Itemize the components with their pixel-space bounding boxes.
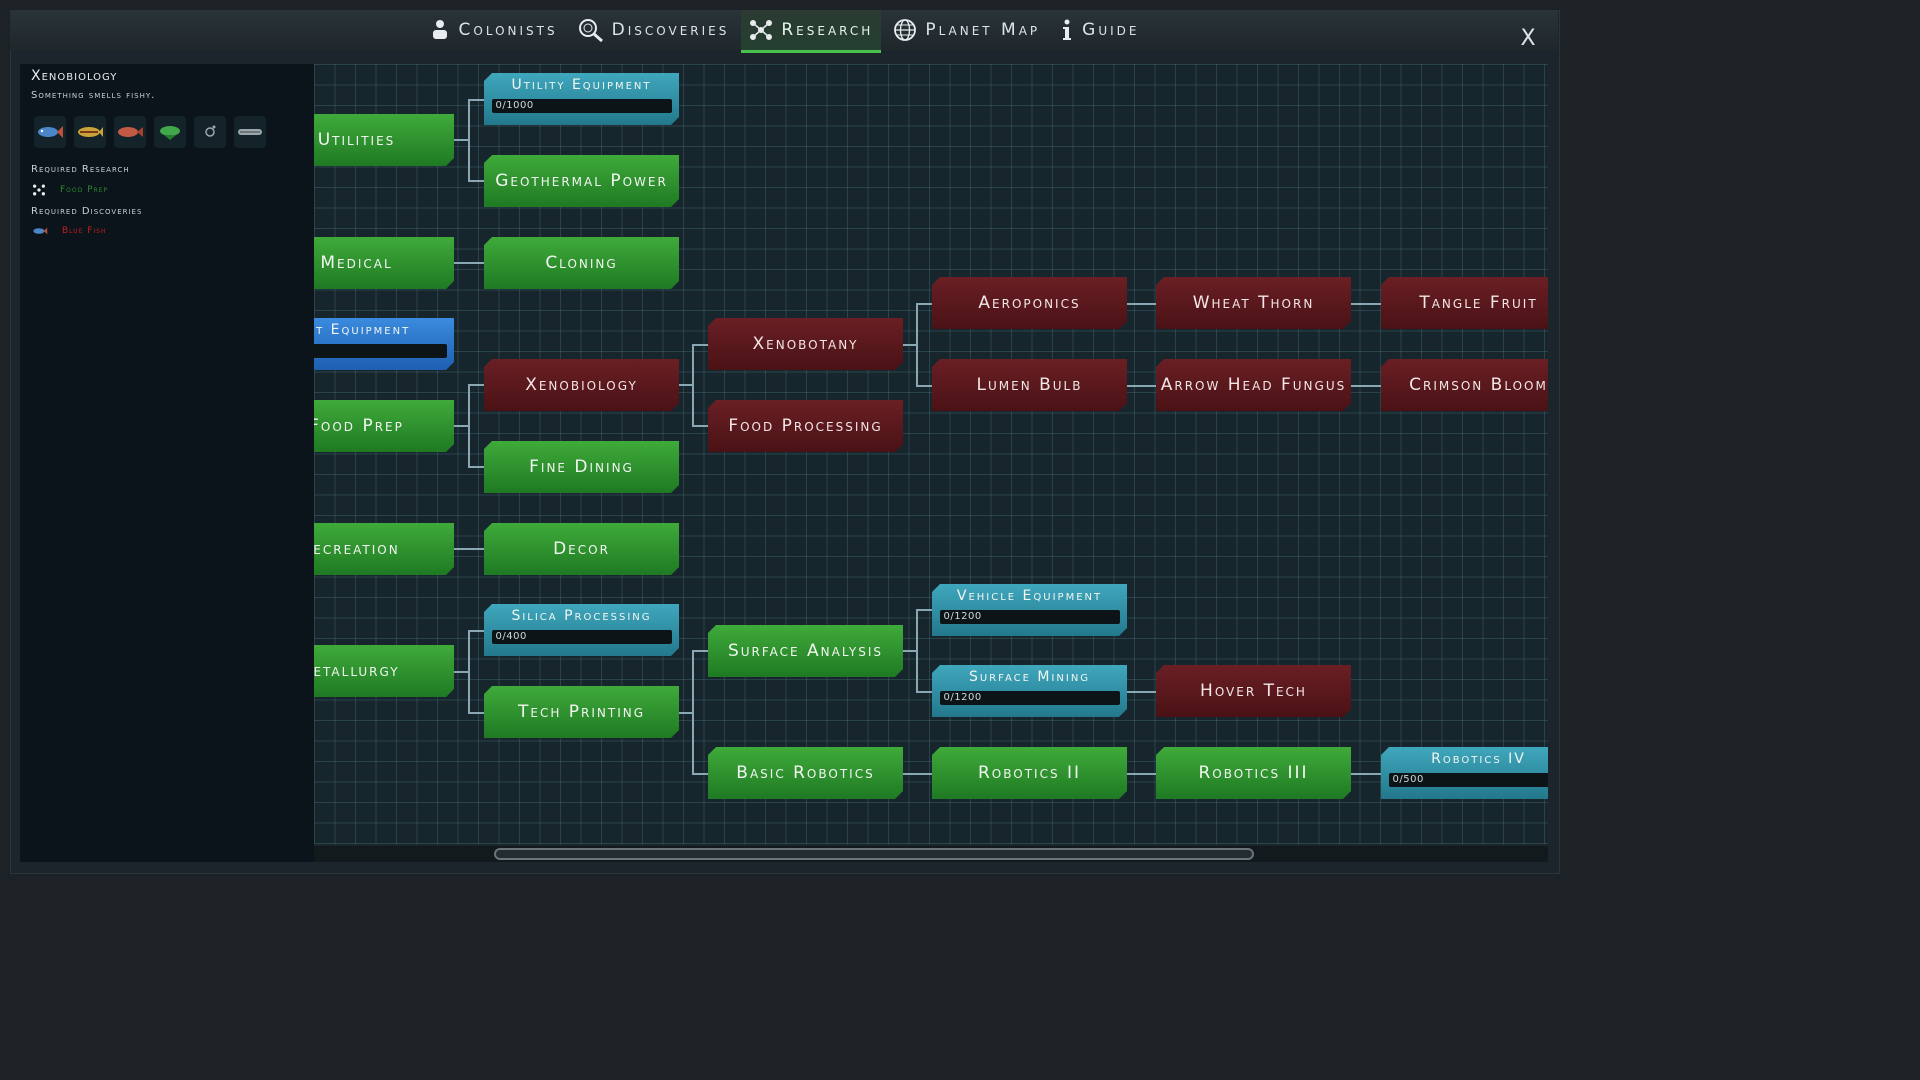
globe-icon: [894, 19, 917, 41]
bubble-icon[interactable]: [194, 116, 226, 148]
required-research-item[interactable]: Food Prep: [32, 184, 108, 196]
research-node-utility-equipment[interactable]: Utility Equipment 0/1000: [484, 73, 679, 125]
research-node-medical[interactable]: Medical: [314, 237, 454, 289]
research-node-surface-analysis[interactable]: Surface Analysis: [708, 625, 903, 677]
required-discoveries-heading: Required Discoveries: [31, 206, 143, 217]
progress-bar: 0/400: [492, 630, 672, 644]
colonist-icon: [432, 20, 447, 39]
research-node-arrow-head-fungus[interactable]: Arrow Head Fungus: [1156, 359, 1351, 411]
research-node-silica-processing[interactable]: Silica Processing 0/400: [484, 604, 679, 656]
research-node-robotics-iii[interactable]: Robotics III: [1156, 747, 1351, 799]
research-node-tech-printing[interactable]: Tech Printing: [484, 686, 679, 738]
detail-subtitle: Something smells fishy.: [31, 90, 156, 101]
research-node-cloning[interactable]: Cloning: [484, 237, 679, 289]
research-network-icon: [33, 184, 45, 196]
research-node-crimson-bloom[interactable]: Crimson Bloom: [1381, 359, 1548, 411]
research-tree[interactable]: Utilities Medical ist Equipment Food Pre…: [314, 64, 1548, 844]
research-node-basic-robotics[interactable]: Basic Robotics: [708, 747, 903, 799]
research-node-food-processing[interactable]: Food Processing: [708, 400, 903, 452]
research-node-xenobiology[interactable]: Xenobiology: [484, 359, 679, 411]
tab-label: Colonists: [458, 20, 558, 40]
tab-label: Research: [781, 20, 874, 40]
research-node-recreation[interactable]: ecreation: [314, 523, 454, 575]
tab-label: Guide: [1082, 20, 1140, 40]
research-node-wheat-thorn[interactable]: Wheat Thorn: [1156, 277, 1351, 329]
required-research-heading: Required Research: [31, 164, 130, 175]
yellow-fish-icon[interactable]: [74, 116, 106, 148]
research-detail-panel: Xenobiology Something smells fishy. Requ…: [20, 64, 314, 862]
research-node-decor[interactable]: Decor: [484, 523, 679, 575]
red-fish-icon[interactable]: [114, 116, 146, 148]
discovery-icon-row: [34, 116, 266, 148]
research-node-geothermal-power[interactable]: Geothermal Power: [484, 155, 679, 207]
tab-discoveries[interactable]: Discoveries: [570, 10, 738, 50]
research-node-tangle-fruit[interactable]: Tangle Fruit: [1381, 277, 1548, 329]
research-node-aeroponics[interactable]: Aeroponics: [932, 277, 1127, 329]
research-node-xenobotany[interactable]: Xenobotany: [708, 318, 903, 370]
blue-fish-icon: [33, 227, 48, 235]
scrollbar-thumb[interactable]: [494, 848, 1254, 860]
tab-colonists[interactable]: Colonists: [421, 10, 566, 50]
detail-title: Xenobiology: [31, 68, 118, 84]
research-node-food-prep[interactable]: Food Prep: [314, 400, 454, 452]
required-research-label: Food Prep: [60, 185, 109, 195]
required-discovery-item[interactable]: Blue Fish: [32, 226, 107, 236]
research-node-utilities[interactable]: Utilities: [314, 114, 454, 166]
progress-bar: 0/1000: [492, 99, 672, 113]
info-icon: [1063, 19, 1072, 40]
tab-label: Planet Map: [925, 20, 1041, 40]
tab-research[interactable]: Research: [741, 10, 882, 53]
research-node-vehicle-equipment[interactable]: Vehicle Equipment 0/1200: [932, 584, 1127, 636]
progress-bar: 0/1200: [940, 610, 1120, 624]
top-nav-bar: Colonists Discoveries Research Planet Ma…: [10, 10, 1558, 53]
research-node-robotics-iv[interactable]: Robotics IV 0/500: [1381, 747, 1548, 799]
research-network-icon: [750, 20, 773, 40]
research-node-surface-mining[interactable]: Surface Mining 0/1200: [932, 665, 1127, 717]
research-node-lumen-bulb[interactable]: Lumen Bulb: [932, 359, 1127, 411]
tab-planet-map[interactable]: Planet Map: [885, 10, 1048, 50]
research-node-metallurgy[interactable]: etallurgy: [314, 645, 454, 697]
progress-bar: 0/1200: [940, 691, 1120, 705]
research-node-ist-equipment[interactable]: ist Equipment: [314, 318, 454, 370]
tab-guide[interactable]: Guide: [1052, 10, 1147, 50]
blue-fish-icon[interactable]: [34, 116, 66, 148]
shell-icon[interactable]: [234, 116, 266, 148]
horizontal-scrollbar[interactable]: [314, 846, 1548, 862]
progress-bar: 0/500: [1389, 773, 1549, 787]
research-node-hover-tech[interactable]: Hover Tech: [1156, 665, 1351, 717]
close-button[interactable]: X: [1520, 26, 1536, 51]
progress-bar: [314, 344, 447, 358]
research-node-robotics-ii[interactable]: Robotics II: [932, 747, 1127, 799]
magnifier-icon: [578, 19, 603, 42]
green-fish-icon[interactable]: [154, 116, 186, 148]
research-node-fine-dining[interactable]: Fine Dining: [484, 441, 679, 493]
tab-label: Discoveries: [611, 20, 730, 40]
required-discovery-label: Blue Fish: [62, 226, 107, 236]
